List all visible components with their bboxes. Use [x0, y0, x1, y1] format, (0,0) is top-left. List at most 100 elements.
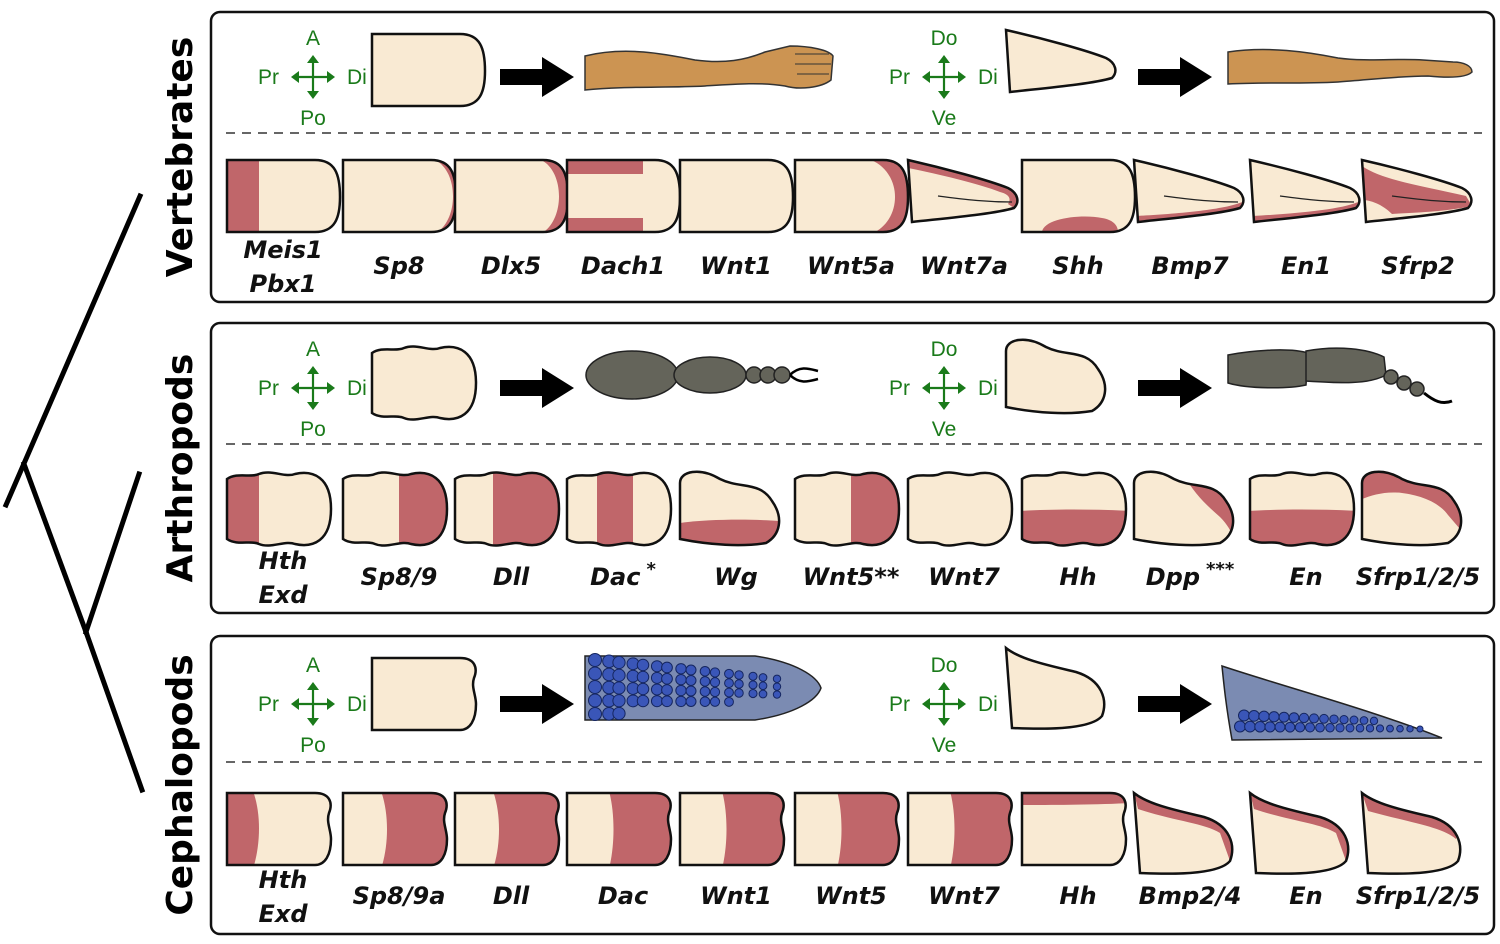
sucker-dot [650, 660, 664, 673]
expression-domain [493, 793, 559, 865]
sucker-dot [699, 696, 711, 707]
sucker-dot [1274, 721, 1286, 733]
ap-arrowhead-left [291, 698, 299, 710]
dv-arrowhead-left [922, 382, 930, 394]
sucker-dot [588, 666, 602, 681]
vertebrate-arm-icon [584, 45, 834, 91]
expression-bud [341, 158, 458, 234]
expression-domain [399, 472, 447, 546]
sucker-dot [699, 665, 711, 677]
expression-bud [1360, 470, 1463, 547]
arthropod-leg-icon [585, 350, 819, 400]
ap-arrowhead-up [307, 55, 319, 63]
sucker-dot [1288, 712, 1300, 723]
gene-label: Wnt5 [815, 882, 887, 910]
cephalopod-arm-icon [584, 653, 822, 721]
expression-bud [1020, 471, 1128, 547]
expression-bud [565, 471, 673, 547]
ap-limb-bud [370, 345, 478, 421]
gene-label: Sp8/9 [361, 563, 438, 591]
ap-label-bottom: Po [300, 734, 326, 757]
dv-arrowhead-down [938, 91, 950, 99]
expression-domain [1134, 793, 1233, 861]
sucker-dot [1365, 724, 1375, 733]
gene-label: Wnt1 [700, 252, 772, 280]
expression-domain [1252, 202, 1358, 222]
sucker-dot [1345, 723, 1355, 733]
gene-label: Sp8 [373, 252, 424, 280]
ap-label-top: A [306, 654, 320, 677]
dv-arrowhead-up [938, 682, 950, 690]
sucker-dot [758, 673, 768, 682]
sucker-dot [758, 689, 768, 699]
expression-bud [225, 158, 342, 234]
expression-bud [1360, 791, 1462, 875]
dv-development-arrow [1138, 684, 1212, 724]
expression-domain [567, 160, 643, 232]
bud-midline [937, 195, 1013, 203]
expression-region [227, 160, 259, 232]
sucker-dot [709, 677, 721, 688]
sucker-dot [685, 696, 697, 707]
ap-label-right: Di [347, 377, 367, 400]
gene-label: Dll [493, 882, 530, 910]
sucker-dot [1349, 715, 1359, 725]
arthropod-leg-side-icon-segment-1 [1227, 349, 1309, 389]
dv-arrowhead-left [922, 71, 930, 83]
sucker-dot [724, 668, 734, 679]
expression-bud [793, 791, 901, 867]
sucker-dot [748, 680, 758, 690]
ap-label-right: Di [347, 66, 367, 89]
dv-label-top: Do [931, 338, 958, 361]
group-title: Arthropods [160, 354, 201, 583]
bud-fill [680, 160, 793, 232]
expression-region [1022, 793, 1126, 805]
sucker-dot [1339, 714, 1349, 725]
phylogeny-tree [2, 192, 146, 794]
ap-limb-bud-outline [370, 345, 478, 421]
dv-label-right: Di [978, 377, 998, 400]
sucker-dot [1359, 716, 1369, 725]
arthropod-leg-side-icon [1227, 347, 1453, 405]
expression-domain [1136, 202, 1242, 222]
sucker-dot [1238, 709, 1250, 722]
expression-domain [851, 472, 899, 546]
sucker-dot [1406, 725, 1414, 733]
expression-bud [225, 471, 333, 547]
ap-arrowhead-down [307, 402, 319, 410]
sucker-dot [709, 667, 721, 678]
sucker-dot [661, 695, 673, 708]
dv-arrowhead-up [938, 366, 950, 374]
vertebrate-arm-side-icon [1227, 48, 1473, 85]
ap-arrowhead-left [291, 71, 299, 83]
expression-region [722, 793, 784, 865]
sucker-dot [685, 685, 697, 697]
sucker-dot [685, 675, 697, 686]
gene-label: Bmp7 [1151, 252, 1228, 280]
ap-limb-bud [370, 32, 487, 108]
sucker-dot [748, 688, 758, 699]
expression-bud [1132, 158, 1245, 224]
expression-region [1042, 216, 1118, 232]
sucker-dot [734, 688, 744, 698]
expression-domain [1042, 216, 1118, 232]
dv-label-right: Di [978, 693, 998, 716]
ap-limb-bud [370, 656, 478, 732]
expression-bud [1020, 158, 1137, 234]
arthropod-leg-icon-claw [789, 367, 819, 383]
expression-domain [1184, 475, 1234, 539]
sucker-dot [1386, 724, 1394, 733]
gene-label: Hh [1059, 882, 1096, 910]
expression-bud [453, 158, 570, 234]
expression-region [851, 472, 899, 546]
sucker-dot [1294, 722, 1306, 733]
group-title: Vertebrates [160, 37, 201, 278]
sucker-dot [675, 684, 687, 697]
gene-footnote-marker: * [646, 559, 656, 580]
sucker-dot [734, 670, 744, 680]
dv-label-top: Do [931, 27, 958, 50]
